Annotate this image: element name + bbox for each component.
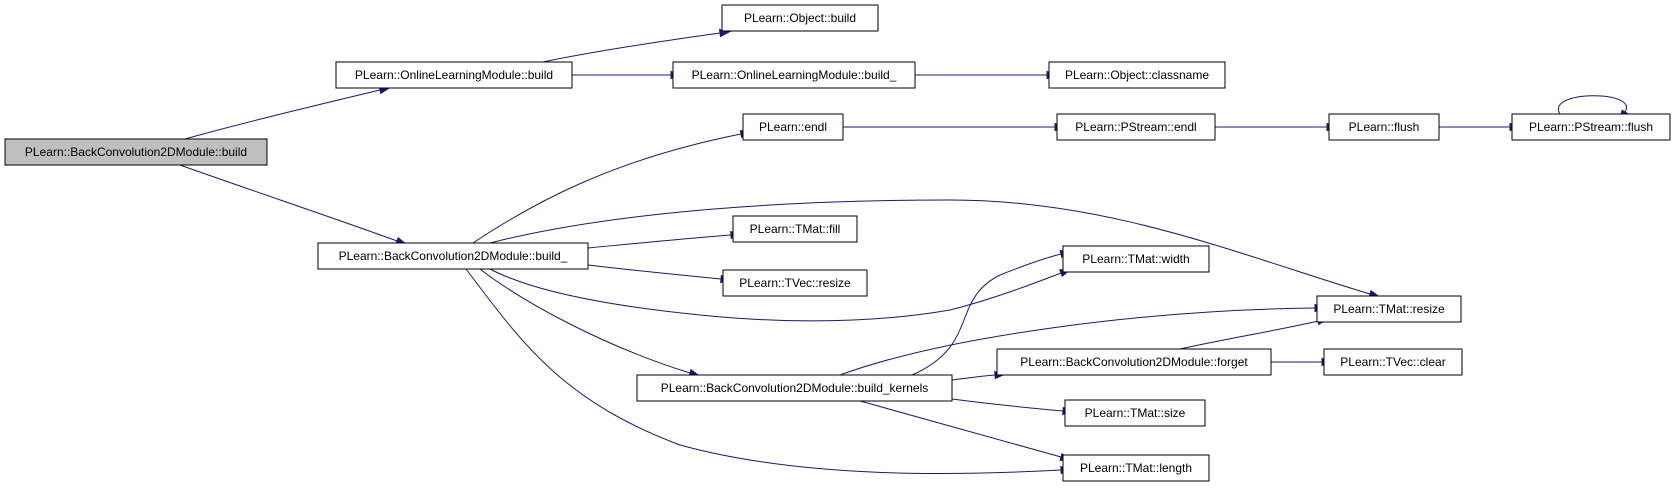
node-box[interactable] bbox=[996, 348, 1272, 376]
edge-olm_build-to-olm_build_ bbox=[571, 70, 683, 80]
edge-line bbox=[951, 374, 996, 381]
node-label: PLearn::endl bbox=[759, 120, 827, 134]
node-label: PLearn::Object::classname bbox=[1065, 68, 1209, 82]
node-box[interactable] bbox=[742, 113, 844, 141]
edge-line bbox=[1557, 95, 1628, 115]
node-bc-forget[interactable]: PLearn::BackConvolution2DModule::forget bbox=[996, 348, 1272, 376]
edge-line bbox=[911, 253, 1062, 376]
edge-line bbox=[951, 398, 1064, 412]
edge-line bbox=[179, 164, 398, 242]
edge-line bbox=[542, 32, 721, 63]
node-bc-build-[interactable]: PLearn::BackConvolution2DModule::build_ bbox=[317, 242, 589, 270]
edge-line bbox=[859, 400, 1062, 458]
node-label: PLearn::TMat::size bbox=[1085, 406, 1186, 420]
node-bc-build-kernels[interactable]: PLearn::BackConvolution2DModule::build_k… bbox=[636, 374, 953, 402]
edge-bc_build_-to-tmat_length bbox=[465, 268, 1073, 475]
node-tvec-resize[interactable]: PLearn::TVec::resize bbox=[722, 269, 868, 297]
node-box[interactable] bbox=[732, 215, 858, 243]
node-olm-build-[interactable]: PLearn::OnlineLearningModule::build_ bbox=[672, 61, 916, 89]
node-box[interactable] bbox=[1316, 295, 1462, 323]
edge-ps_endl-to-flush bbox=[1215, 122, 1339, 132]
node-label: PLearn::TMat::fill bbox=[750, 222, 841, 236]
node-tmat-fill[interactable]: PLearn::TMat::fill bbox=[732, 215, 858, 243]
node-olm-build[interactable]: PLearn::OnlineLearningModule::build bbox=[335, 61, 573, 89]
node-box[interactable] bbox=[636, 374, 953, 402]
node-tmat-width[interactable]: PLearn::TMat::width bbox=[1062, 245, 1210, 273]
edge-line bbox=[465, 268, 1062, 475]
node-label: PLearn::BackConvolution2DModule::build_k… bbox=[661, 381, 929, 395]
node-endl[interactable]: PLearn::endl bbox=[742, 113, 844, 141]
node-label: PLearn::BackConvolution2DModule::forget bbox=[1020, 355, 1248, 369]
edge-olm_build_-to-obj_classname bbox=[915, 70, 1059, 80]
edge-flush-to-ps_flush bbox=[1439, 122, 1522, 132]
node-tmat-length[interactable]: PLearn::TMat::length bbox=[1062, 454, 1210, 482]
edge-bc_build_kernels-to-tmat_length bbox=[859, 400, 1073, 461]
edge-line bbox=[472, 133, 742, 244]
node-box[interactable] bbox=[1511, 113, 1671, 141]
node-box[interactable] bbox=[4, 138, 268, 166]
node-box[interactable] bbox=[1064, 399, 1206, 427]
edge-bc_build_-to-tmat_fill bbox=[587, 230, 743, 249]
edges-layer bbox=[179, 28, 1629, 475]
node-obj-classname[interactable]: PLearn::Object::classname bbox=[1048, 61, 1226, 89]
edge-line bbox=[489, 268, 1062, 322]
node-label: PLearn::TVec::clear bbox=[1340, 355, 1445, 369]
node-obj-build[interactable]: PLearn::Object::build bbox=[721, 4, 879, 32]
node-box[interactable] bbox=[1062, 454, 1210, 482]
node-label: PLearn::OnlineLearningModule::build bbox=[355, 68, 553, 82]
node-flush[interactable]: PLearn::flush bbox=[1328, 113, 1440, 141]
node-box[interactable] bbox=[1056, 113, 1216, 141]
node-box[interactable] bbox=[722, 269, 868, 297]
node-box[interactable] bbox=[1062, 245, 1210, 273]
node-box[interactable] bbox=[672, 61, 916, 89]
edge-bc_build_-to-endl bbox=[472, 129, 753, 244]
edge-bc_build-to-bc_build_ bbox=[179, 164, 408, 245]
edge-line bbox=[184, 89, 381, 140]
node-bc-build[interactable]: PLearn::BackConvolution2DModule::build bbox=[4, 138, 268, 166]
node-label: PLearn::PStream::endl bbox=[1075, 120, 1196, 134]
node-label: PLearn::flush bbox=[1349, 120, 1420, 134]
node-label: PLearn::BackConvolution2DModule::build_ bbox=[339, 249, 568, 263]
node-box[interactable] bbox=[1323, 348, 1463, 376]
node-label: PLearn::TMat::width bbox=[1082, 252, 1189, 266]
edge-bc_forget-to-tmat_resize bbox=[1179, 317, 1330, 350]
node-box[interactable] bbox=[1328, 113, 1440, 141]
node-label: PLearn::BackConvolution2DModule::build bbox=[25, 145, 247, 159]
edge-line bbox=[587, 234, 732, 249]
edge-bc_build_kernels-to-tmat_size bbox=[951, 398, 1075, 416]
edge-line bbox=[489, 199, 1371, 295]
node-tvec-clear[interactable]: PLearn::TVec::clear bbox=[1323, 348, 1463, 376]
node-tmat-size[interactable]: PLearn::TMat::size bbox=[1064, 399, 1206, 427]
node-label: PLearn::TMat::length bbox=[1080, 461, 1192, 475]
edge-line bbox=[587, 264, 722, 280]
edge-endl-to-ps_endl bbox=[843, 122, 1067, 132]
node-ps-flush[interactable]: PLearn::PStream::flush bbox=[1511, 113, 1671, 141]
edge-line bbox=[479, 268, 691, 374]
node-ps-endl[interactable]: PLearn::PStream::endl bbox=[1056, 113, 1216, 141]
nodes-layer: PLearn::BackConvolution2DModule::buildPL… bbox=[4, 4, 1671, 482]
edge-olm_build-to-obj_build bbox=[542, 28, 732, 63]
node-box[interactable] bbox=[335, 61, 573, 89]
node-label: PLearn::Object::build bbox=[744, 11, 856, 25]
node-box[interactable] bbox=[317, 242, 589, 270]
edge-bc_build_-to-tmat_resize bbox=[489, 199, 1382, 298]
edge-bc_build_-to-bc_build_kernels bbox=[479, 268, 701, 377]
node-tmat-resize[interactable]: PLearn::TMat::resize bbox=[1316, 295, 1462, 323]
edge-bc_build-to-olm_build bbox=[184, 86, 392, 140]
edge-line bbox=[1179, 320, 1319, 350]
node-box[interactable] bbox=[1048, 61, 1226, 89]
node-label: PLearn::TVec::resize bbox=[739, 276, 851, 290]
node-label: PLearn::OnlineLearningModule::build_ bbox=[692, 68, 897, 82]
node-label: PLearn::PStream::flush bbox=[1529, 120, 1653, 134]
node-box[interactable] bbox=[721, 4, 879, 32]
edge-bc_build_-to-tvec_resize bbox=[587, 264, 733, 284]
node-label: PLearn::TMat::resize bbox=[1333, 302, 1445, 316]
edge-bc_forget-to-tvec_clear bbox=[1270, 357, 1334, 367]
edge-line bbox=[839, 307, 1316, 376]
